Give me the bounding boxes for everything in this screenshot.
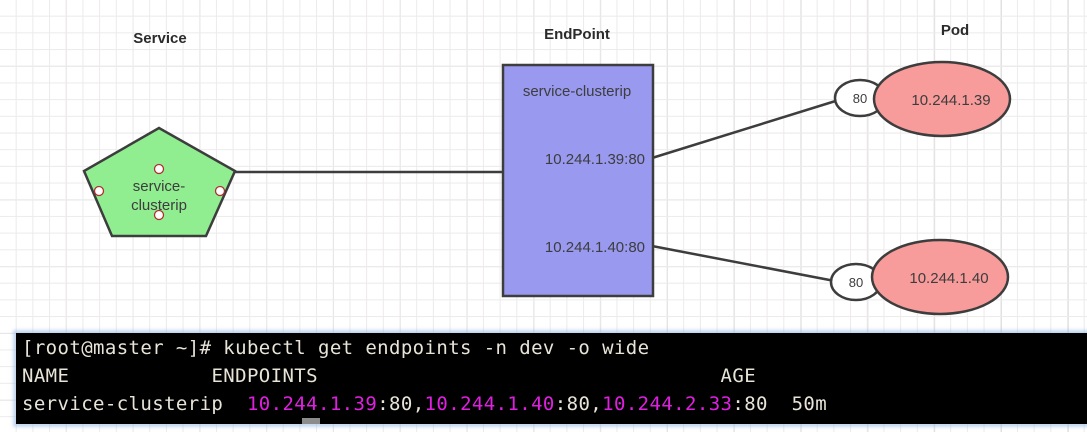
edge-endpoint2-to-pod2	[651, 244, 841, 284]
terminal-cell-age: 50m	[791, 393, 828, 415]
service-pentagon-shape[interactable]	[82, 126, 237, 238]
pod-2-shape[interactable]	[870, 238, 1010, 316]
terminal-header-gap-1	[69, 365, 211, 387]
terminal-cell-endpoint-port-3: :80	[732, 393, 768, 415]
service-handle-top[interactable]	[153, 163, 165, 175]
pod-1-ip-label: 10.244.1.39	[911, 92, 990, 109]
terminal-cell-gap-2	[768, 393, 792, 415]
terminal-cursor	[302, 418, 320, 424]
edge-endpoint1-to-pod1	[651, 97, 843, 160]
terminal-cell-endpoint-port-2: :80,	[554, 393, 603, 415]
terminal-cell-gap-1	[223, 393, 247, 415]
pod-1-shape[interactable]	[872, 60, 1012, 138]
service-handle-right[interactable]	[214, 185, 226, 197]
pod-2-ip-label: 10.244.1.40	[909, 270, 988, 287]
endpoint-box-shape[interactable]	[501, 63, 655, 298]
terminal-cell-endpoint-ip-2: 10.244.1.40	[424, 393, 555, 415]
terminal-cell-endpoint-port-1: :80,	[377, 393, 425, 415]
terminal-header-gap-2	[318, 365, 721, 387]
terminal-cell-endpoint-ip-1: 10.244.1.39	[246, 393, 378, 415]
endpoint-entry-1: 10.244.1.39:80	[545, 151, 645, 168]
service-handle-left[interactable]	[93, 185, 105, 197]
terminal-prompt-line: [root@master ~]# kubectl get endpoints -…	[22, 338, 649, 358]
terminal-header-age: AGE	[720, 365, 757, 387]
pod-2-port-label: 80	[849, 275, 863, 290]
terminal-cell-endpoint-ip-3: 10.244.2.33	[602, 393, 733, 415]
terminal-header-row: NAME ENDPOINTS AGE	[22, 366, 756, 386]
network-diagram: service- clusterip service-clusterip 10.…	[82, 60, 1012, 316]
column-title-service: Service	[133, 30, 187, 47]
pod-1-port-label: 80	[853, 91, 867, 106]
endpoint-box-title: service-clusterip	[523, 83, 631, 100]
endpoint-entry-2: 10.244.1.40:80	[545, 239, 645, 256]
terminal-data-row: service-clusterip 10.244.1.39:80,10.244.…	[22, 394, 827, 414]
column-title-endpoint: EndPoint	[544, 26, 610, 43]
terminal-header-endpoints: ENDPOINTS	[211, 365, 318, 387]
terminal-command-text: [root@master ~]# kubectl get endpoints -…	[22, 337, 650, 359]
terminal-header-name: NAME	[22, 365, 70, 387]
column-title-pod: Pod	[940, 22, 970, 39]
service-node-label-line2: clusterip	[131, 197, 187, 214]
terminal-cell-name: service-clusterip	[22, 393, 224, 415]
terminal-window[interactable]: [root@master ~]# kubectl get endpoints -…	[16, 333, 1087, 424]
service-node-label-line1: service-	[133, 178, 186, 195]
service-handle-bottom[interactable]	[153, 209, 165, 221]
